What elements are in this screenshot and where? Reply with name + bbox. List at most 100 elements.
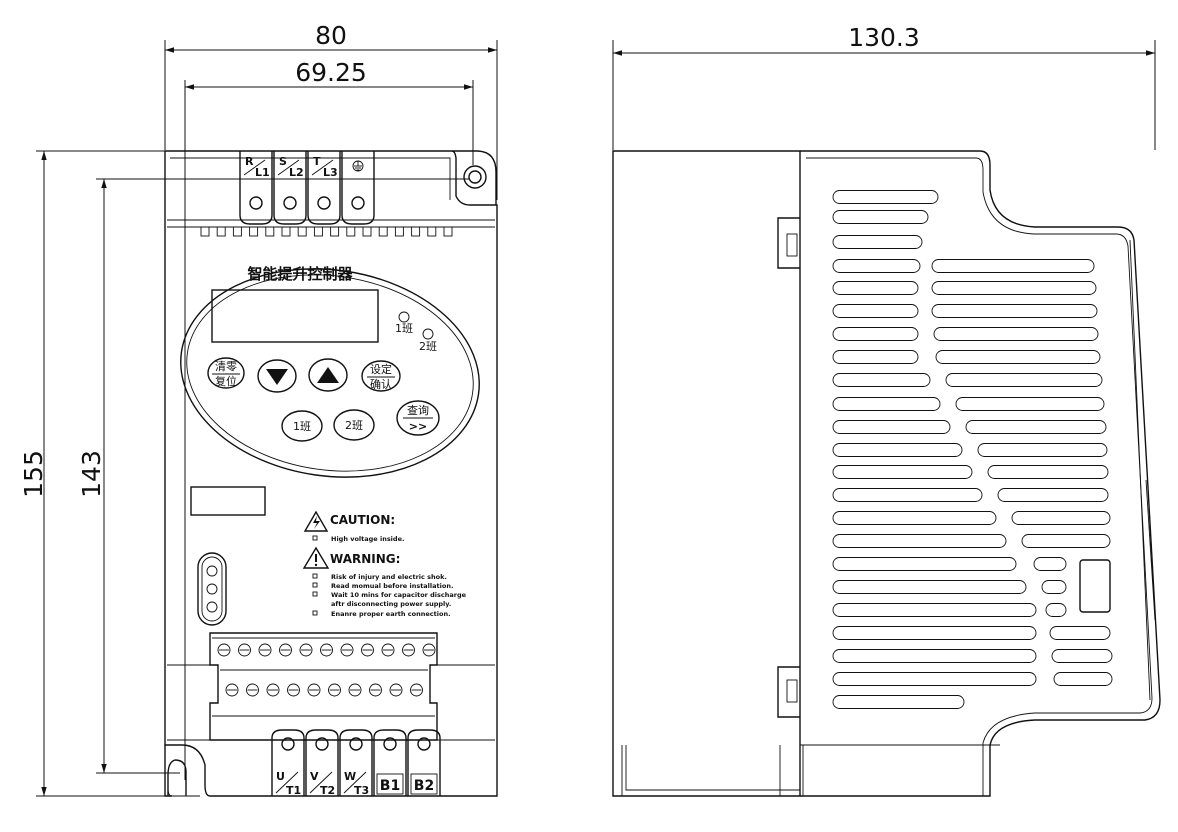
terminal-t-l3: T L3	[307, 151, 341, 225]
vent-slot	[832, 327, 919, 341]
vent-tooth	[411, 226, 421, 237]
screw-terminal	[279, 643, 292, 657]
vent-slot	[931, 281, 1097, 295]
bottom-terminal-block: U T1 V T2 W T3 B1	[271, 729, 441, 797]
vent-slot	[832, 580, 1027, 594]
vent-slot	[832, 488, 983, 502]
vent-slot	[1045, 603, 1067, 617]
vent-slot	[832, 373, 931, 387]
vent-tooth	[378, 226, 388, 237]
warning-item: Risk of injury and electric shok.	[331, 573, 447, 581]
svg-text:L2: L2	[289, 166, 304, 179]
dimension-label-hole-spacing: 69.25	[295, 58, 367, 87]
dimension-hole-spacing: 69.25	[184, 58, 474, 780]
svg-text:L3: L3	[323, 166, 338, 179]
vent-slot	[1049, 626, 1111, 640]
dimension-hole-height-143: 143	[77, 178, 470, 774]
caution-warning-icon	[303, 510, 329, 532]
vent-slot	[1041, 580, 1067, 594]
svg-text:R: R	[245, 155, 254, 168]
vent-slot	[935, 350, 1101, 364]
shift1-button[interactable]: 1班	[281, 410, 323, 442]
screw-terminal	[217, 643, 231, 657]
warning-label: CAUTION: High voltage inside. WARNING: R…	[302, 510, 467, 618]
clear-reset-button[interactable]: 清零 复位	[207, 357, 245, 389]
front-view: 80 69.25 155 143	[19, 21, 498, 797]
screw-terminal	[361, 643, 374, 657]
up-button[interactable]	[308, 358, 348, 392]
screw-terminal	[320, 643, 333, 657]
vent-slot	[832, 420, 951, 434]
screw-terminal	[287, 683, 300, 697]
screw-terminal	[328, 683, 341, 697]
shift2-button[interactable]: 2班	[333, 409, 375, 441]
ground-icon	[352, 160, 364, 172]
dimension-height-155: 155	[19, 150, 200, 797]
screw-terminal	[389, 683, 403, 697]
set-confirm-button[interactable]: 设定 确认	[361, 360, 401, 392]
svg-text:V: V	[310, 770, 319, 783]
nameplate-area	[190, 486, 266, 516]
vent-tooth	[265, 226, 275, 237]
vent-slot	[832, 672, 1037, 686]
side-view: 130.3	[612, 23, 1161, 797]
vent-tooth	[362, 226, 372, 237]
vent-slot	[832, 281, 919, 295]
down-button[interactable]	[257, 359, 297, 393]
screw-terminal	[422, 643, 436, 657]
vent-slot	[832, 304, 919, 318]
vent-slot	[832, 210, 929, 224]
vent-tooth	[330, 226, 340, 237]
vent-tooth	[232, 226, 242, 237]
vent-slot	[1053, 672, 1113, 686]
vent-slot	[1033, 557, 1067, 571]
warning-title: WARNING:	[330, 552, 400, 566]
svg-text:S: S	[279, 155, 287, 168]
svg-text:U: U	[276, 770, 285, 783]
caution-item: High voltage inside.	[331, 535, 404, 543]
svg-text:T: T	[313, 155, 321, 168]
vent-slot	[832, 465, 973, 479]
dimension-width-80: 80	[164, 21, 498, 200]
warning-triangle-icon	[302, 546, 330, 569]
vent-slot	[832, 443, 963, 457]
panel-title: 智能提升控制器	[247, 265, 353, 283]
screw-terminal	[381, 643, 395, 657]
terminal-s-l2: S L2	[273, 151, 307, 225]
dimension-depth: 130.3	[612, 23, 1156, 150]
control-screws-row-2	[225, 683, 423, 697]
warning-item: aftr disconnecting power supply.	[331, 600, 451, 608]
vent-tooth	[297, 226, 307, 237]
vent-slot	[832, 259, 921, 273]
vent-tooth	[281, 226, 291, 237]
terminal-w-t3: W T3	[339, 729, 373, 797]
svg-text:T1: T1	[286, 784, 301, 797]
screw-terminal	[369, 683, 382, 697]
vent-slot	[832, 511, 997, 525]
vent-slot	[832, 603, 1037, 617]
vent-slot	[977, 443, 1108, 457]
vent-slot	[1011, 511, 1111, 525]
warning-item: Enanre proper earth connection.	[331, 610, 451, 618]
vent-tooth	[427, 226, 437, 237]
indicator-led-shift1: 1班	[395, 311, 413, 335]
side-housing	[777, 150, 1161, 797]
vent-tooth	[346, 226, 356, 237]
vent-slot	[832, 534, 1007, 548]
side-back-plate	[612, 150, 1000, 797]
screw-terminal	[225, 683, 239, 697]
vent-slot	[832, 350, 919, 364]
vent-slot	[997, 488, 1109, 502]
screw-terminal	[258, 643, 272, 657]
warning-item: Read momual before installation.	[331, 582, 453, 590]
query-shift-button[interactable]: 查询 >>	[396, 400, 440, 436]
screw-terminal	[340, 643, 354, 657]
vent-slot	[832, 626, 1037, 640]
svg-text:1班: 1班	[395, 322, 413, 335]
vent-tooth	[443, 226, 453, 237]
vent-slot	[832, 695, 965, 709]
vent-tooth	[394, 226, 404, 237]
svg-text:确认: 确认	[370, 378, 392, 391]
vent-slot	[965, 420, 1107, 434]
